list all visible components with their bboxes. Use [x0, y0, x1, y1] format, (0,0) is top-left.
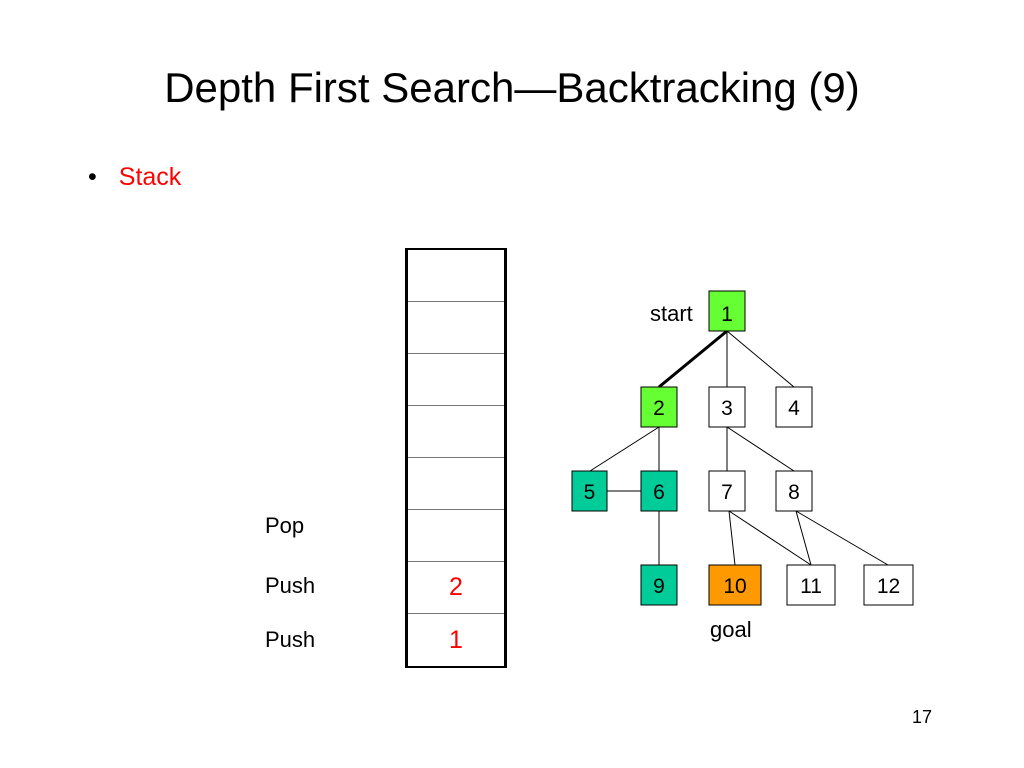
tree-edge: [726, 426, 795, 472]
tree-node-box: [708, 290, 746, 332]
stack-cell: 1: [449, 625, 463, 654]
tree-edge: [589, 426, 660, 472]
tree-node-box: [863, 564, 914, 606]
tree-node-box: [708, 470, 746, 512]
tree-node: 2: [640, 386, 678, 428]
stack-cell: [408, 458, 504, 510]
tree-node: 6: [640, 470, 678, 512]
tree-node-label: 8: [788, 481, 800, 504]
tree-edge: [728, 510, 736, 566]
stack-cell: [408, 510, 504, 562]
tree-node-box: [640, 564, 678, 606]
tree-node-box: [708, 564, 762, 606]
stack-cell: [408, 354, 504, 406]
tree-node-label: 12: [877, 575, 900, 598]
tree-node: 5: [571, 470, 608, 512]
start-label: start: [650, 301, 693, 326]
tree-edge: [726, 330, 795, 388]
tree-node: 12: [863, 564, 914, 606]
tree-node-box: [640, 470, 678, 512]
tree-edge: [728, 510, 812, 566]
tree-node-label: 3: [721, 397, 733, 420]
tree-node-label: 4: [788, 397, 800, 420]
bullet-item: • Stack: [88, 162, 181, 192]
bullet-dot-icon: •: [88, 163, 97, 191]
tree-node: 4: [775, 386, 813, 428]
tree-node: 3: [708, 386, 746, 428]
stack-cell: 2: [408, 562, 504, 614]
tree-node-label: 9: [653, 575, 665, 598]
tree-node: 11: [786, 564, 836, 606]
stack-op-push: Push: [265, 573, 316, 598]
stack-cell: [408, 406, 504, 458]
tree-node: 8: [775, 470, 813, 512]
tree-node: 9: [640, 564, 678, 606]
tree-edge: [795, 510, 812, 566]
tree-node-label: 10: [723, 575, 746, 598]
stack-container: 2 1: [405, 248, 507, 668]
tree-node-box: [775, 470, 813, 512]
stack-cell: [408, 250, 504, 302]
stack-op-pop: Pop: [265, 513, 305, 538]
tree-node-box: [786, 564, 836, 606]
tree-node-label: 7: [721, 481, 733, 504]
stack-op-push: Push: [265, 627, 316, 652]
tree-node-label: 2: [653, 397, 665, 420]
tree-node-label: 11: [800, 575, 822, 598]
stack-cell: [408, 302, 504, 354]
tree-node-label: 1: [721, 303, 733, 326]
tree-node: 1: [708, 290, 746, 332]
tree-node-label: 6: [653, 481, 665, 504]
goal-label: goal: [710, 617, 752, 642]
tree-node-box: [571, 470, 608, 512]
bullet-text: Stack: [118, 163, 182, 191]
tree-node-box: [640, 386, 678, 428]
tree-node-box: [708, 386, 746, 428]
slide-title: Depth First Search—Backtracking (9): [164, 64, 860, 111]
tree-edge: [795, 510, 889, 566]
tree-node: 7: [708, 470, 746, 512]
page-number: 17: [912, 707, 933, 727]
tree-edge: [658, 329, 728, 389]
tree-node-box: [775, 386, 813, 428]
tree-node: 10: [708, 564, 762, 606]
tree-node-label: 5: [584, 481, 596, 504]
